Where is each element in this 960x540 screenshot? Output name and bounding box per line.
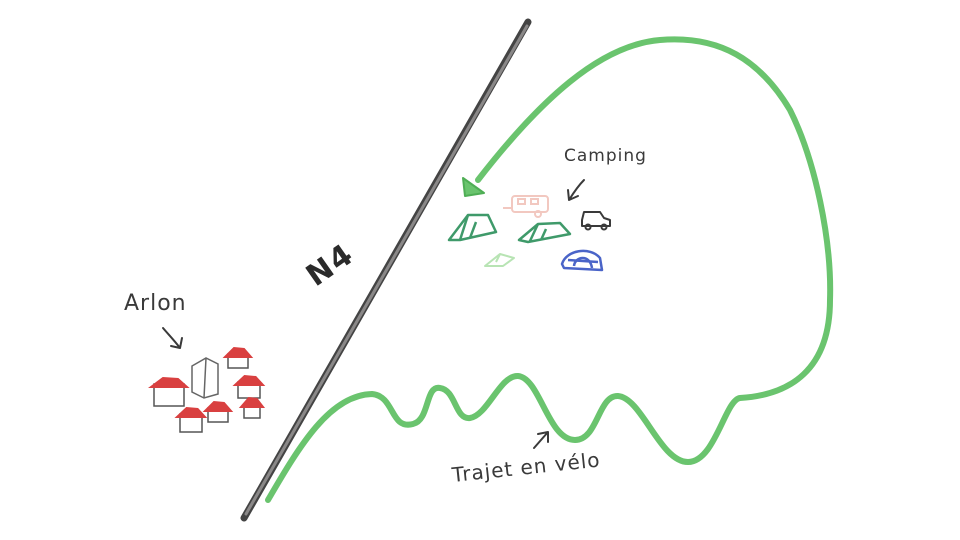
house-icon — [222, 346, 254, 369]
tent-icon — [447, 213, 498, 242]
caravan-icon — [503, 195, 549, 218]
car-icon — [581, 211, 611, 231]
house-icon — [148, 376, 190, 407]
house-icon — [174, 406, 208, 433]
village — [148, 346, 266, 433]
house-icon — [202, 400, 234, 423]
camping-arrow — [567, 179, 585, 201]
road-line-highlight — [244, 24, 529, 516]
tent-icon — [560, 249, 604, 272]
house-icon — [238, 396, 266, 419]
house-icon — [232, 374, 266, 399]
campsite-label: Camping — [564, 146, 647, 166]
bike-route — [265, 36, 834, 503]
tent-icon — [517, 221, 572, 244]
town-label: Arlon — [124, 291, 187, 316]
route-label-arrow — [533, 431, 549, 449]
tent-icon — [484, 253, 515, 267]
route-arrow-head — [462, 177, 485, 197]
tower-icon — [191, 357, 219, 399]
arlon-arrow — [162, 327, 183, 349]
